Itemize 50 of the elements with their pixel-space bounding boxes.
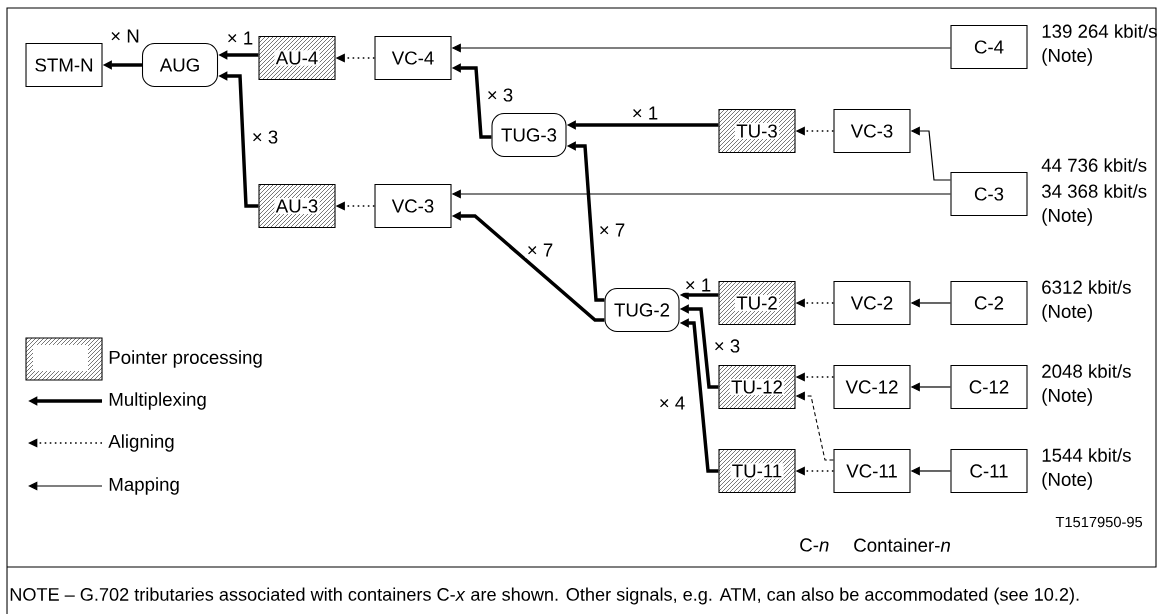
process-box: C-4	[950, 24, 1028, 70]
rate-label: 6312 kbit/s	[1042, 280, 1131, 294]
pointer-box: AU-4	[258, 35, 336, 81]
legend-text: Pointer processing	[109, 350, 262, 368]
edge-label: × 3	[485, 87, 515, 103]
rate-label: (Note)	[1042, 304, 1092, 322]
legend-text: Aligning	[108, 434, 174, 452]
edge-label: × 1	[630, 105, 660, 121]
process-box: VC-12	[833, 364, 911, 410]
rate-label: 44 736 kbit/s	[1041, 158, 1147, 172]
note-text: NOTE – G.702 tributaries associated with containers C-x are shown. Other signals, e.g. ATM, can also be accommodated (see 10.2).	[10, 587, 1079, 605]
abbreviation-label: C-n	[800, 538, 829, 552]
process-box: C-11	[950, 448, 1028, 494]
edge-label: × 1	[683, 277, 713, 293]
process-box: VC-3	[833, 108, 911, 154]
edge-label: × 3	[712, 338, 742, 354]
edge-label: × 7	[525, 242, 555, 258]
rate-label: 139 264 kbit/s	[1042, 24, 1157, 38]
edge-label: × 4	[657, 395, 687, 411]
pointer-box: AU-3	[258, 183, 336, 229]
process-box: C-2	[950, 280, 1028, 326]
process-box: VC-4	[374, 35, 452, 81]
rate-label: (Note)	[1042, 472, 1092, 490]
group-box: TUG-2	[604, 287, 680, 333]
edge-label: × 7	[597, 222, 627, 238]
process-box: VC-11	[833, 448, 911, 494]
rate-label: 34 368 kbit/s	[1042, 184, 1147, 198]
rate-label: 2048 kbit/s	[1042, 364, 1131, 378]
rate-label: (Note)	[1042, 208, 1092, 226]
rate-label: (Note)	[1042, 388, 1092, 406]
rate-label: (Note)	[1042, 48, 1092, 66]
legend-text: Multiplexing	[109, 392, 206, 410]
group-box: TUG-3	[491, 112, 567, 158]
edge-label: × N	[108, 28, 142, 44]
figure-code: T1517950-95	[1055, 516, 1143, 528]
process-box: VC-3	[374, 183, 452, 229]
group-box: AUG	[141, 42, 219, 88]
process-box: C-3	[950, 171, 1028, 217]
pointer-box: TU-11	[718, 448, 796, 494]
edge-label: × 1	[225, 30, 255, 46]
pointer-box: TU-2	[718, 280, 796, 326]
process-box: STM-N	[25, 42, 103, 88]
legend-text: Mapping	[109, 477, 179, 495]
edge-label: × 3	[250, 129, 280, 145]
pointer-box: TU-3	[718, 108, 796, 154]
definition-label: Container-n	[854, 538, 950, 552]
process-box: VC-2	[833, 280, 911, 326]
pointer-box: TU-12	[718, 364, 796, 410]
rate-label: 1544 kbit/s	[1042, 448, 1131, 462]
process-box: C-12	[950, 364, 1028, 410]
